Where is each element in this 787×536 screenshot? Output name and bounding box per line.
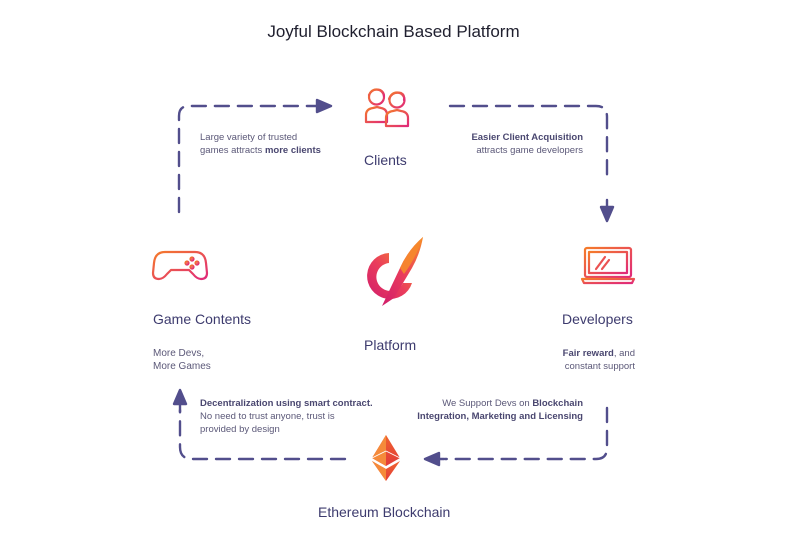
users-icon	[364, 88, 410, 128]
note-games-to-clients: Large variety of trusted games attracts …	[200, 132, 321, 156]
gamepad-icon	[151, 250, 209, 281]
arrow-games-to-clients	[177, 104, 327, 214]
note-more-games: More Devs, More Games	[153, 348, 211, 372]
node-label-game-contents: Game Contents	[153, 311, 252, 327]
arrow-ethereum-to-games	[178, 408, 347, 461]
node-label-platform: Platform	[364, 337, 417, 353]
node-label-clients: Clients	[364, 152, 407, 168]
note-dev-support: We Support Devs on Blockchain Integratio…	[417, 398, 583, 422]
node-label-developers: Developers	[562, 311, 633, 327]
arrow-clients-to-developers	[448, 104, 609, 177]
laptop-icon	[580, 246, 636, 285]
ethereum-icon	[371, 435, 401, 481]
node-label-ethereum: Ethereum Blockchain	[318, 504, 451, 520]
page-title: Joyful Blockchain Based Platform	[267, 22, 520, 41]
note-clients-to-developers: Easier Client Acquisition attracts game …	[471, 132, 583, 156]
note-fair-reward: Fair reward, and constant support	[562, 348, 635, 372]
note-decentralization: Decentralization using smart contract. N…	[200, 398, 373, 435]
arrow-developers-to-ethereum	[443, 406, 609, 461]
platform-logo-icon	[367, 237, 423, 306]
